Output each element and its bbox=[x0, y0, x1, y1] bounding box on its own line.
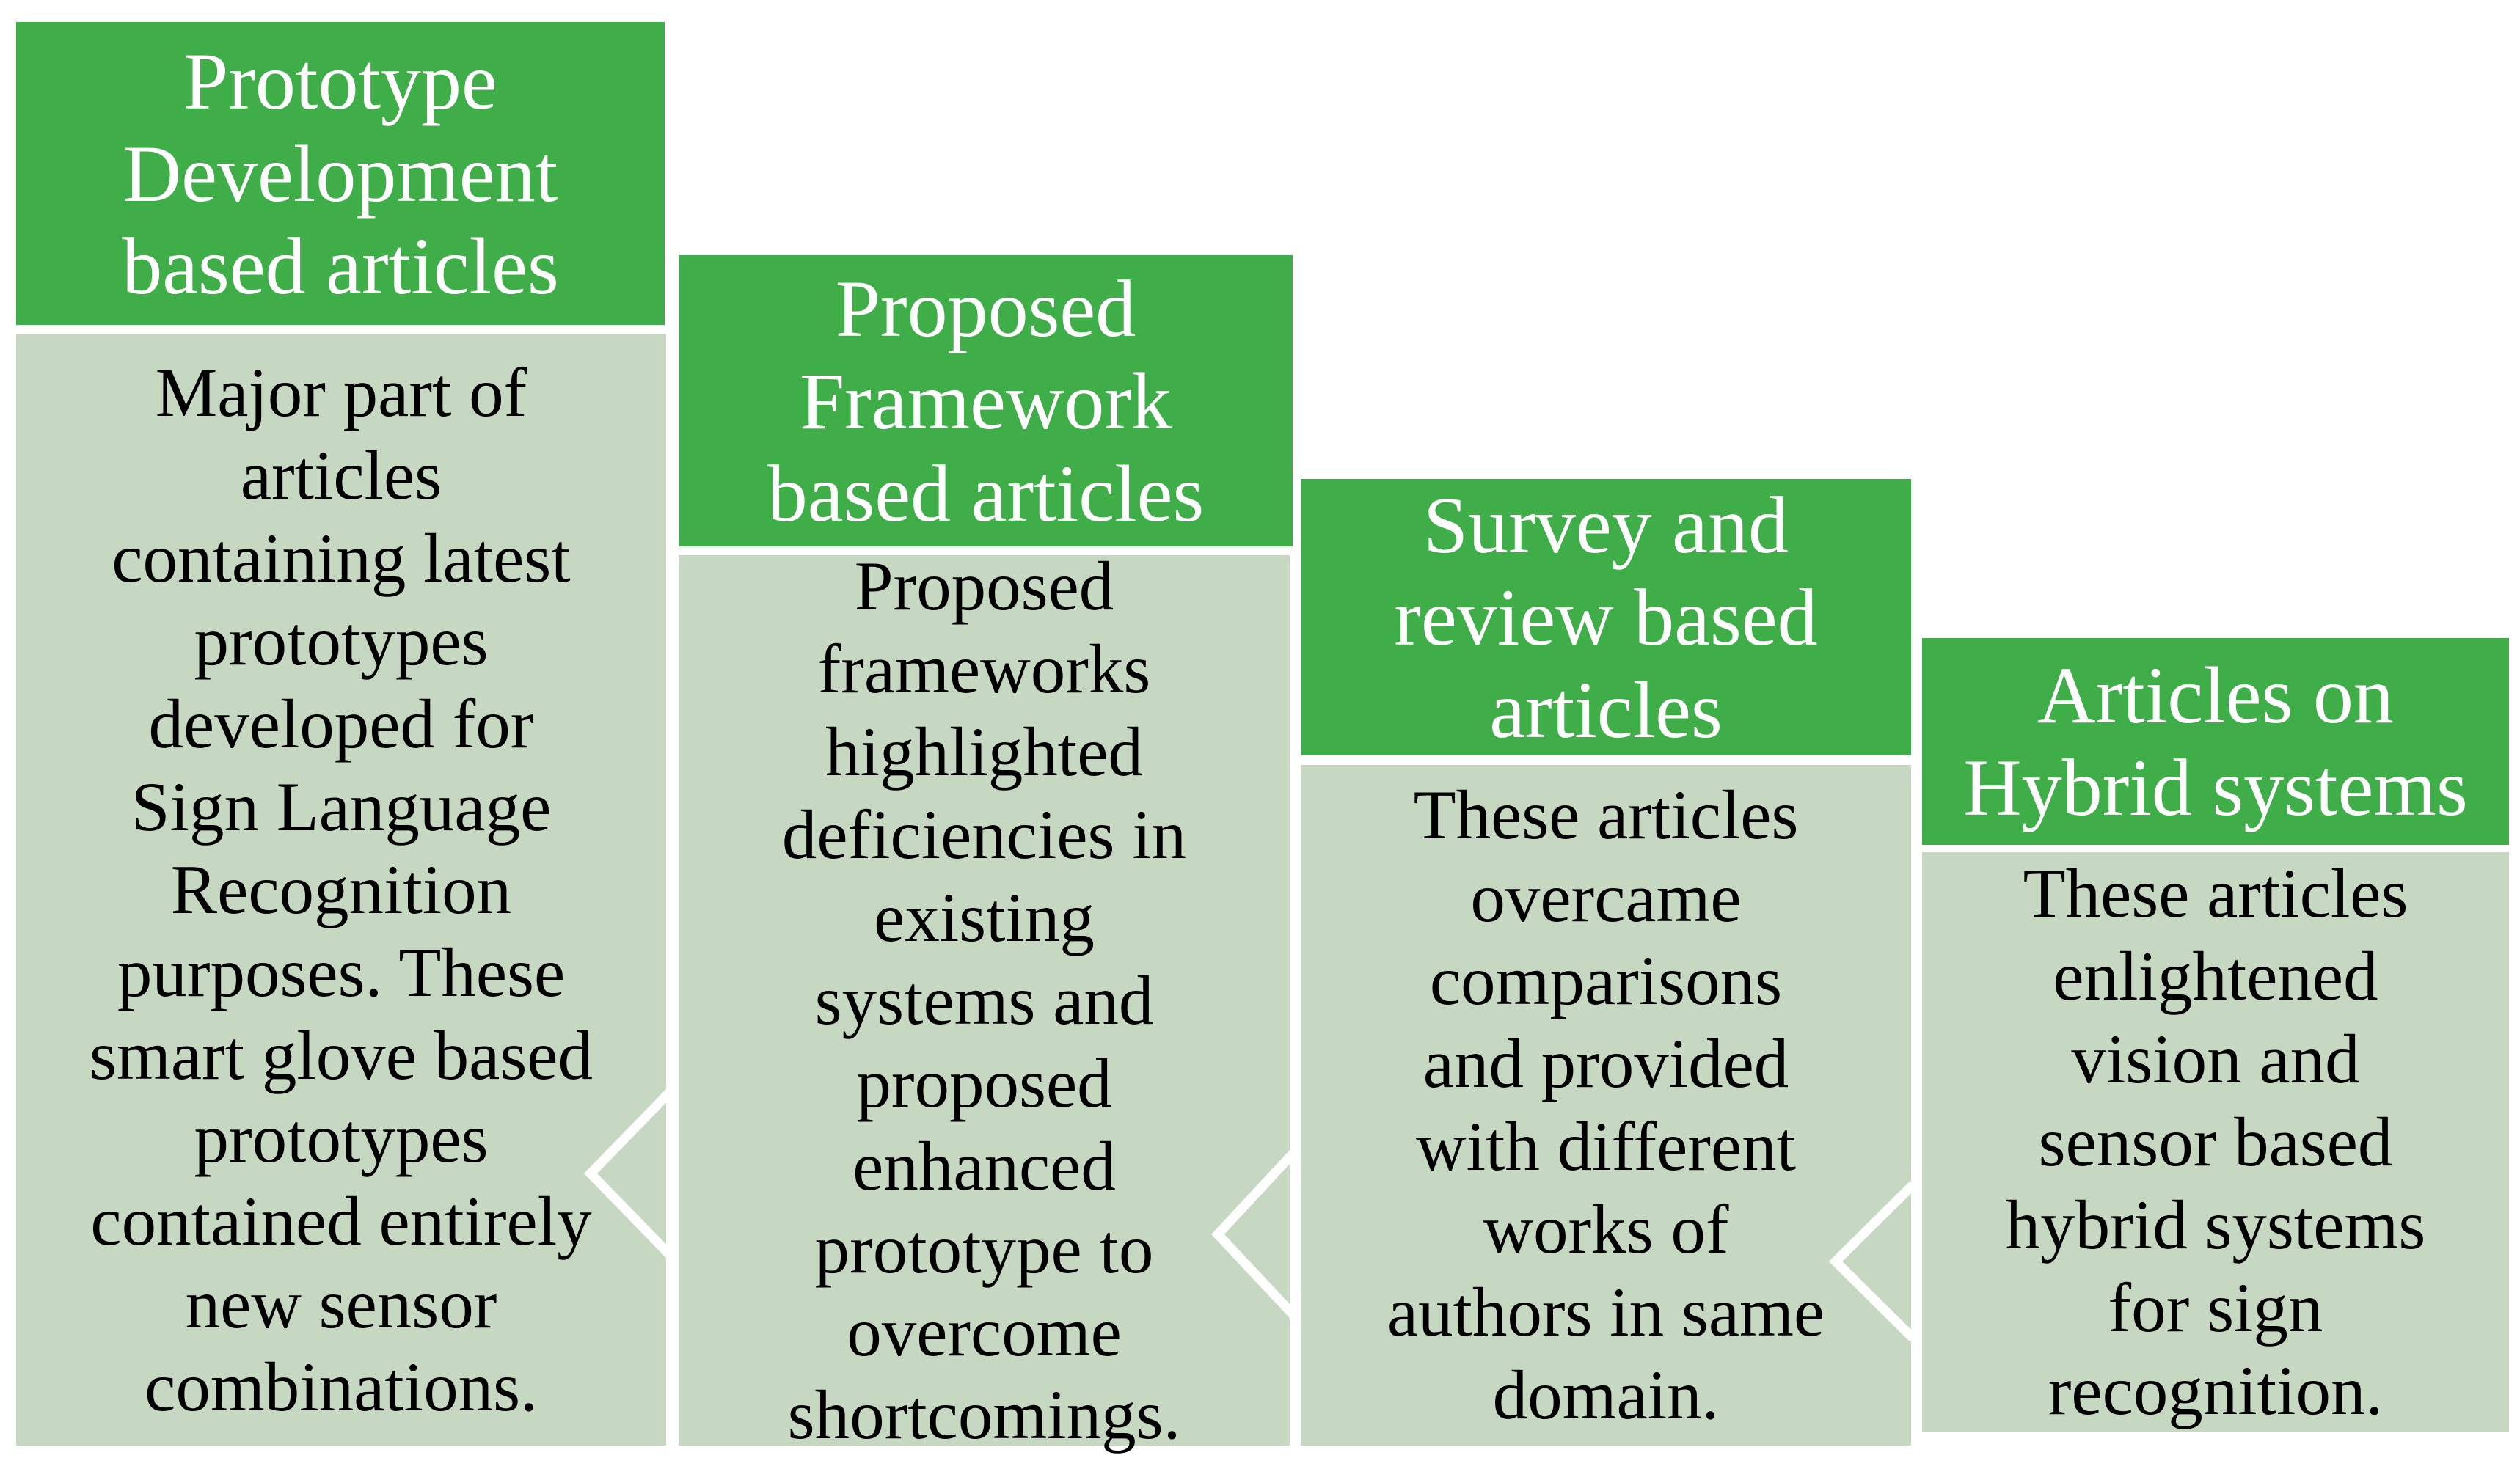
column-body-prototype-development: Major part of articles containing latest… bbox=[16, 334, 666, 1446]
column-header-label: Prototype Development based articles bbox=[122, 36, 559, 311]
column-header-label: Survey and review based articles bbox=[1394, 480, 1818, 755]
column-body-proposed-framework: Proposed frameworks highlighted deficien… bbox=[679, 547, 1290, 1454]
column-body-text: Proposed frameworks highlighted deficien… bbox=[781, 546, 1187, 1454]
column-body-survey-review: These articles overcame comparisons and … bbox=[1301, 765, 1911, 1446]
column-body-hybrid-systems: These articles enlightened vision and se… bbox=[1922, 852, 2509, 1432]
column-header-prototype-development: Prototype Development based articles bbox=[16, 22, 665, 325]
column-header-label: Proposed Framework based articles bbox=[767, 263, 1205, 538]
column-header-hybrid-systems: Articles on Hybrid systems bbox=[1922, 638, 2509, 845]
column-body-text: These articles overcame comparisons and … bbox=[1387, 776, 1825, 1434]
column-body-text: Major part of articles containing latest… bbox=[90, 353, 593, 1426]
column-header-label: Articles on Hybrid systems bbox=[1963, 651, 2468, 832]
column-body-text: These articles enlightened vision and se… bbox=[2005, 854, 2426, 1429]
column-header-survey-review: Survey and review based articles bbox=[1301, 479, 1911, 755]
column-header-proposed-framework: Proposed Framework based articles bbox=[679, 255, 1293, 546]
